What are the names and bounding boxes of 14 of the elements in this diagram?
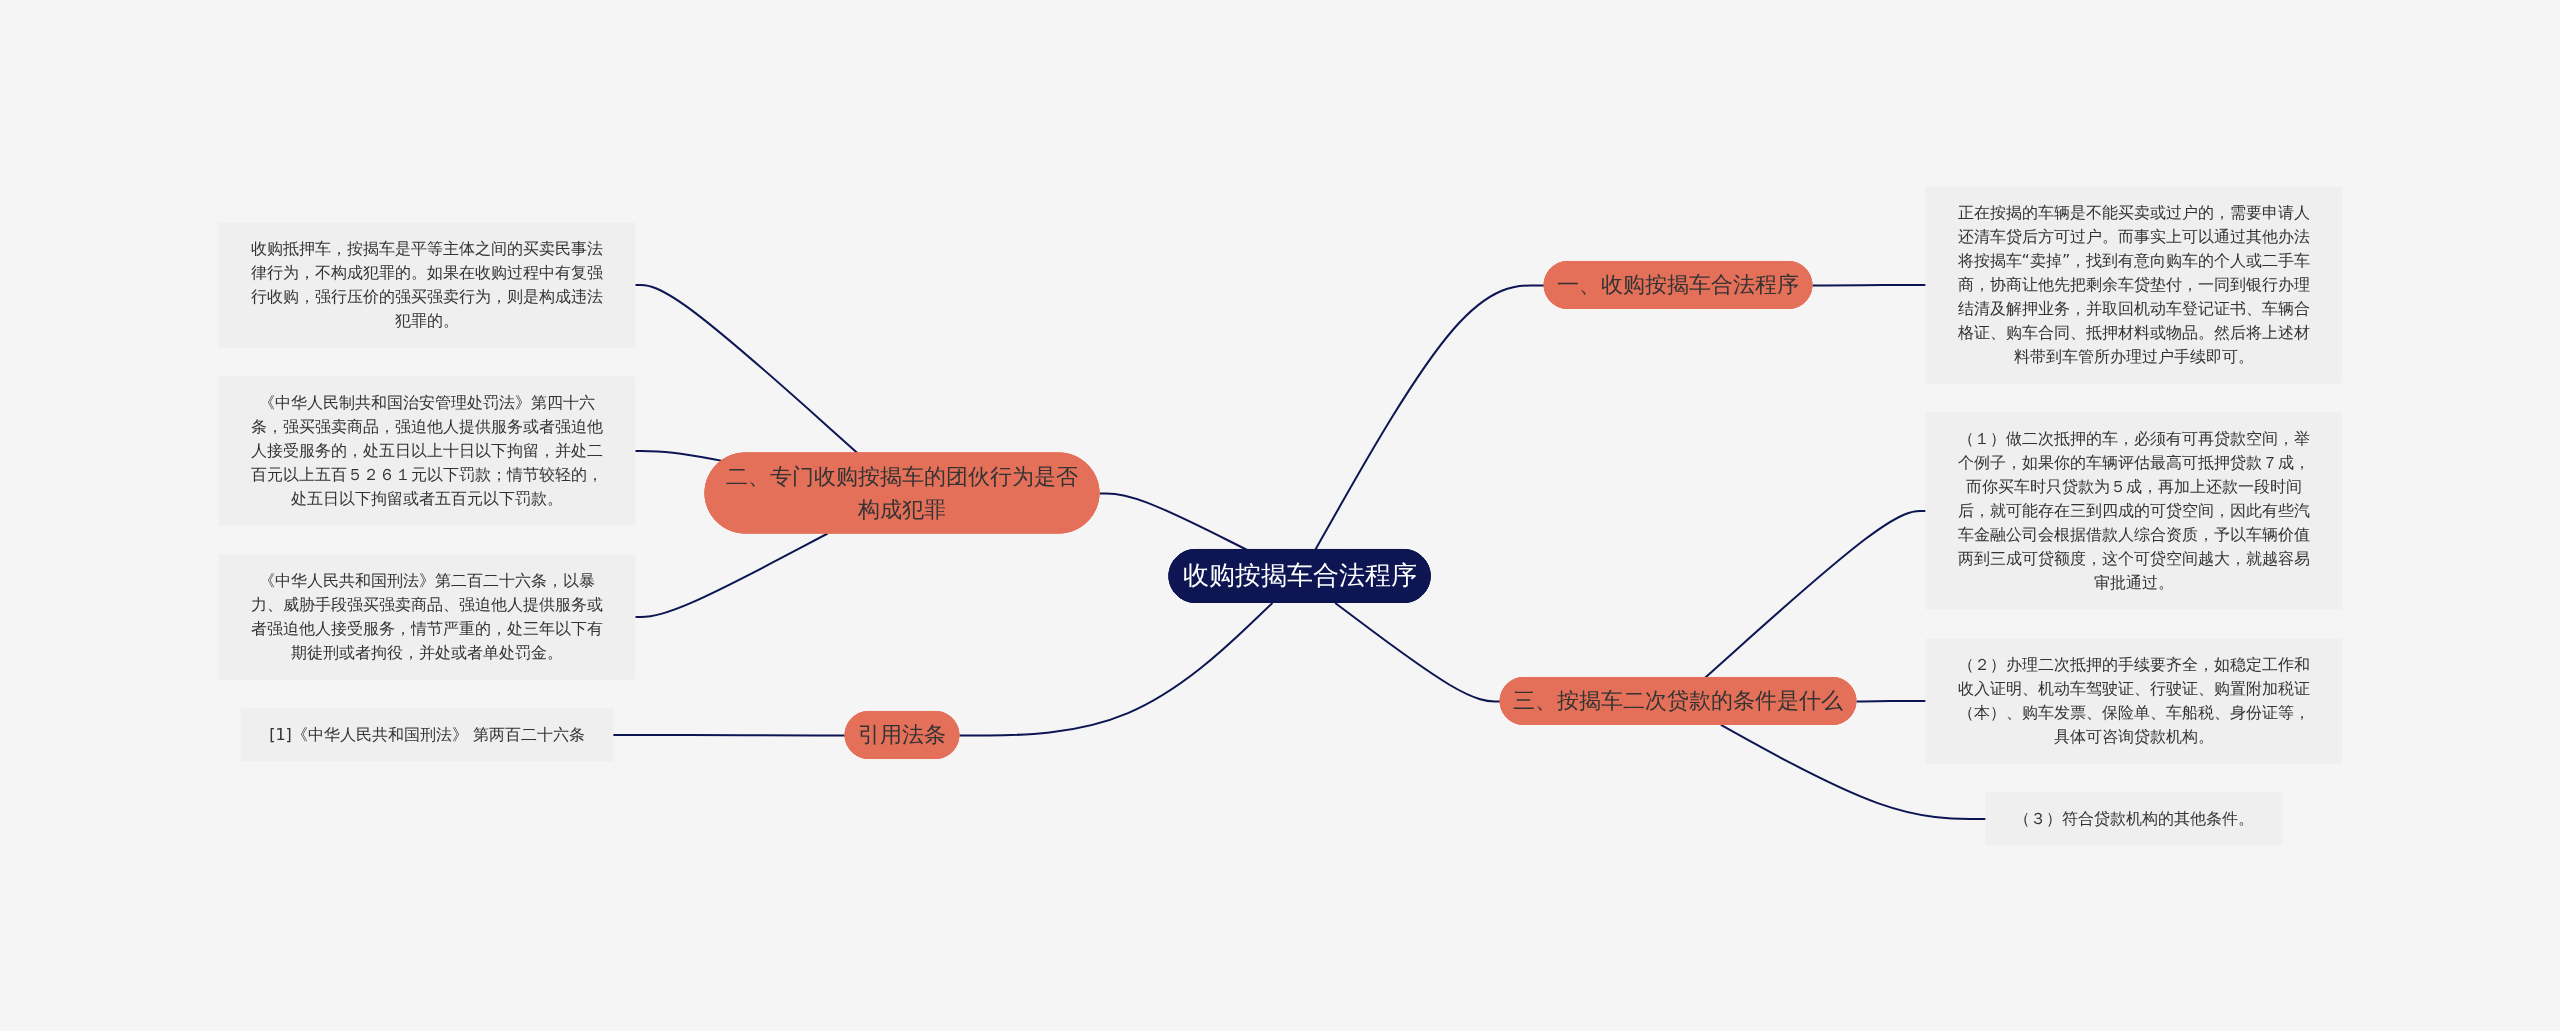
node-box: [1]《中华人民共和国刑法》 第两百二十六条 <box>240 708 613 761</box>
node-box: （２）办理二次抵押的手续要齐全，如稳定工作和收入证明、机动车驾驶证、行驶证、购置附加税证（本）、购车发票、保险单、车船税、身份证等，具体可咨询贷款机构。 <box>1924 638 2342 763</box>
node-box: （１）做二次抵押的车，必须有可再贷款空间，举个例子，如果你的车辆评估最高可抵押贷款７成，而你买车时只贷款为５成，再加上还款一段时间后，就可能存在三到四成的可贷空间，因此有些汽车金融公司会根据借款人综合资质，予以车辆价值两到三成可贷额度，这个可贷空间越大，就越容易审批通过。 <box>1924 412 2342 609</box>
connector <box>957 601 1273 736</box>
connector <box>633 532 829 618</box>
node-box: 收购抵押车，按揭车是平等主体之间的买卖民事法律行为，不构成犯罪的。如果在收购过程中有复强行收购，强行压价的强买强卖行为，则是构成违法犯罪的。 <box>218 222 636 347</box>
connector <box>1719 723 1987 820</box>
connector <box>1810 283 1927 286</box>
connector <box>1854 699 1927 702</box>
connector <box>633 283 859 454</box>
node-box: 正在按揭的车辆是不能买卖或过户的，需要申请人还清车贷后方可过户。而事实上可以通过其他办法将按揭车“卖掉”，找到有意向购车的个人或二手车商，协商让他先把剩余车贷垫付，一同到银行办理结清及解押业务，并取回机动车登记证书、车辆合格证、购车合同、抵押材料或物品。然后将上述材料带到车管所办理过户手续即可。 <box>1924 186 2342 383</box>
node-box: 《中华人民共和国刑法》第二百二十六条，以暴力、威胁手段强买强卖商品、强迫他人提供服务或者强迫他人接受服务，情节严重的，处三年以下有期徒刑或者拘役，并处或者单处罚金。 <box>218 554 636 679</box>
node-box: 《中华人民制共和国治安管理处罚法》第四十六条，强买强卖商品，强迫他人提供服务或者强迫他人接受服务的，处五日以上十日以下拘留，并处二百元以上五百５２６１元以下罚款；情节较轻的，处五日以下拘留或者五百元以下罚款。 <box>218 376 636 525</box>
node-box: （３）符合贷款机构的其他条件。 <box>1984 792 2282 845</box>
